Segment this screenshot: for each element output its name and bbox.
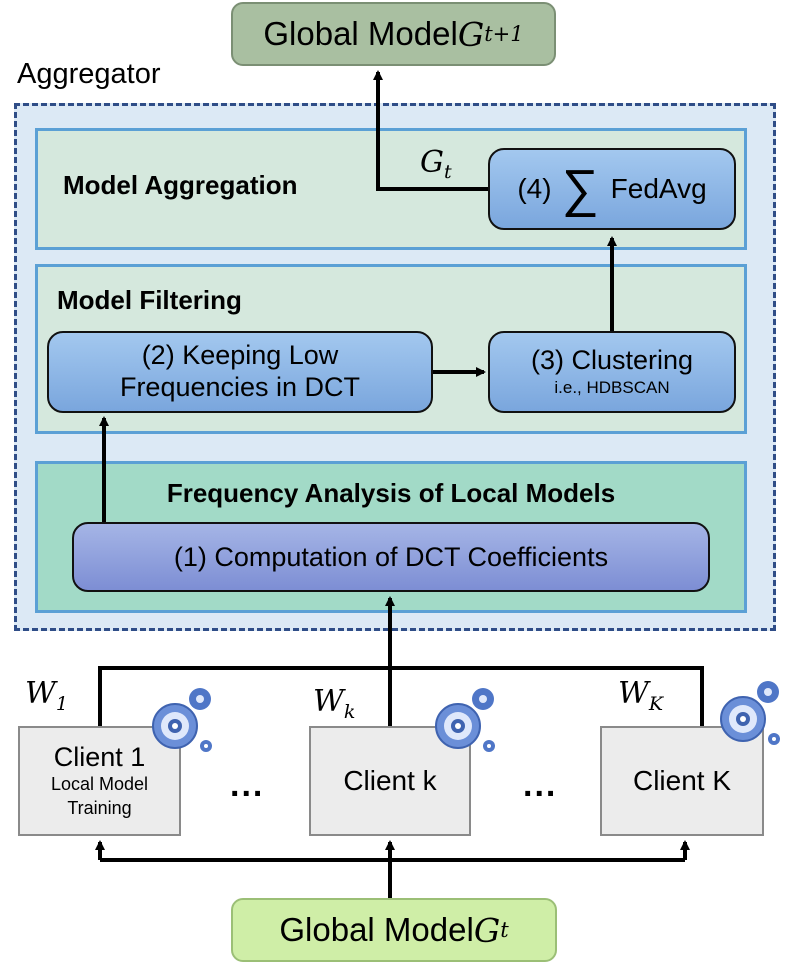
global-model-next-text: Global Model bbox=[263, 15, 458, 52]
global-model-current-symbol: G bbox=[473, 910, 501, 950]
clustering-method: i.e., HDBSCAN bbox=[554, 378, 670, 398]
client-1-task-line2: Training bbox=[67, 797, 132, 818]
client-1-name: Client 1 bbox=[53, 742, 146, 773]
client-K-name: Client K bbox=[632, 765, 732, 796]
frequency-analysis-title: Frequency Analysis of Local Models bbox=[166, 478, 616, 508]
aggregated-model-subscript: t bbox=[443, 161, 452, 183]
weight-label-k: Wk bbox=[313, 684, 355, 723]
client-k-name: Client k bbox=[343, 765, 437, 796]
dct-computation-step-box: (1) Computation of DCT Coefficients bbox=[72, 522, 710, 592]
fedavg-step-box: (4) ∑ FedAvg bbox=[488, 148, 736, 230]
weight-subscript-1: 1 bbox=[55, 693, 68, 715]
client-k-box: Client k bbox=[309, 726, 471, 836]
weight-symbol-1: W bbox=[25, 676, 56, 711]
weight-symbol-K: W bbox=[618, 676, 649, 711]
dct-computation-label: (1) Computation of DCT Coefficients bbox=[173, 541, 609, 572]
weight-symbol-k: W bbox=[313, 684, 344, 719]
gear-icon bbox=[720, 681, 780, 745]
weight-subscript-K: K bbox=[648, 693, 664, 715]
clustering-step-box: (3) Clustering i.e., HDBSCAN bbox=[488, 331, 736, 413]
client-1-task-line1: Local Model bbox=[50, 774, 149, 795]
low-frequency-line1: (2) Keeping Low bbox=[141, 340, 339, 371]
global-model-current-text: Global Model bbox=[279, 911, 474, 948]
arrow-fedavg-to-global bbox=[373, 70, 488, 191]
client-bus bbox=[98, 666, 704, 726]
gear-icon bbox=[435, 688, 495, 752]
gear-icon bbox=[152, 688, 212, 752]
model-filtering-title: Model Filtering bbox=[57, 285, 242, 315]
global-model-next-subscript: t+1 bbox=[484, 22, 524, 46]
ellipsis-right: ... bbox=[523, 766, 558, 804]
weight-label-1: W1 bbox=[25, 676, 68, 715]
weight-subscript-k: k bbox=[343, 701, 356, 723]
model-aggregation-title: Model Aggregation bbox=[63, 170, 298, 200]
aggregator-label: Aggregator bbox=[17, 58, 161, 90]
ellipsis-left: ... bbox=[230, 766, 265, 804]
low-frequency-step-box: (2) Keeping Low Frequencies in DCT bbox=[47, 331, 433, 413]
weight-label-K: WK bbox=[618, 676, 663, 715]
client-K-box: Client K bbox=[600, 726, 764, 836]
client-1-box: Client 1 Local Model Training bbox=[18, 726, 181, 836]
fedavg-step-number: (4) bbox=[517, 173, 552, 204]
global-model-next-symbol: G bbox=[457, 14, 485, 54]
sum-icon: ∑ bbox=[561, 160, 599, 218]
global-model-current-subscript: t bbox=[500, 918, 509, 942]
aggregated-model-label: Gt bbox=[420, 145, 452, 183]
aggregated-model-symbol: G bbox=[420, 145, 444, 180]
low-frequency-line2: Frequencies in DCT bbox=[119, 372, 361, 402]
clustering-label: (3) Clustering bbox=[530, 344, 694, 375]
fedavg-label: FedAvg bbox=[610, 173, 707, 204]
